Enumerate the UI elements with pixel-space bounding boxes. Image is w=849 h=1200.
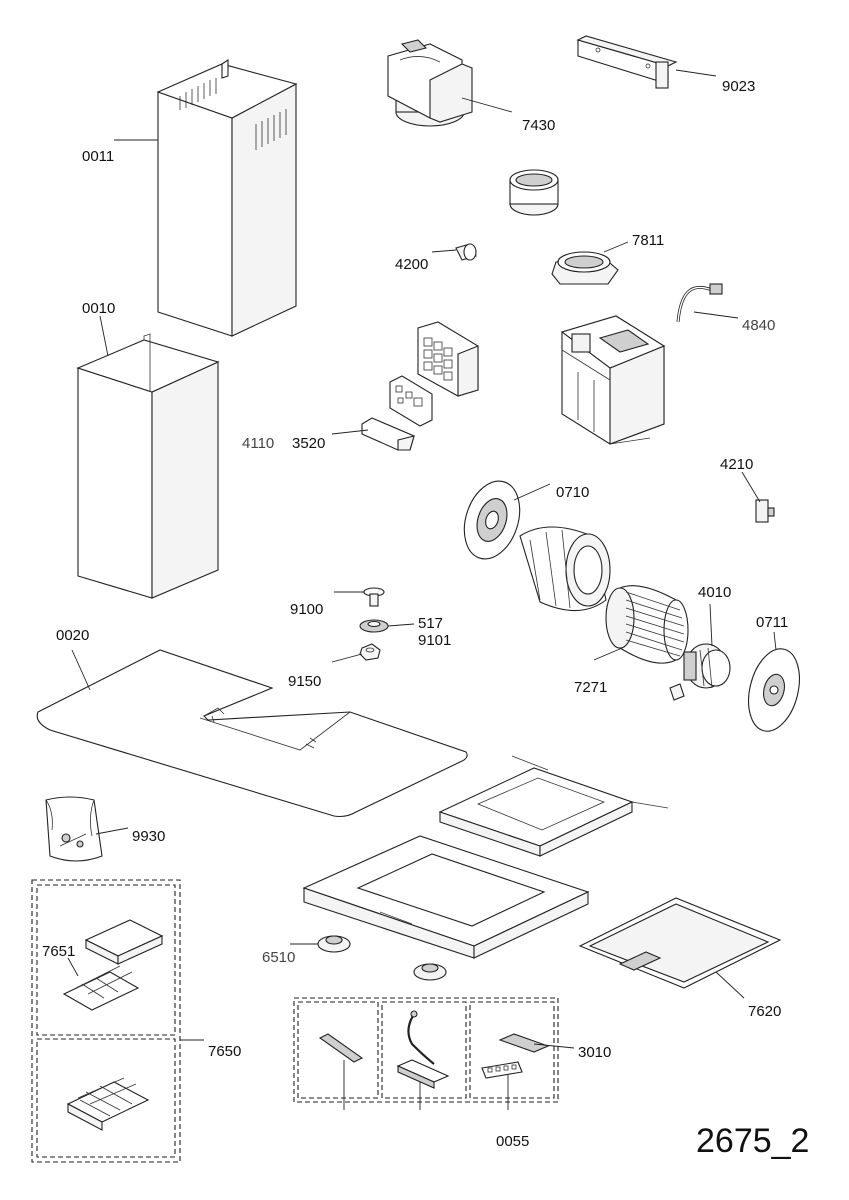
part-hood-frame[interactable] [302, 835, 590, 959]
part-7430-air-outlet[interactable] [387, 39, 473, 127]
label-3520: 3520 [292, 435, 325, 452]
part-flange-ring[interactable] [509, 169, 559, 216]
kit-0055-electronics[interactable] [293, 997, 559, 1103]
label-0055: 0055 [496, 1133, 529, 1150]
part-mounting-frame[interactable] [438, 755, 669, 857]
label-4210: 4210 [720, 456, 753, 473]
part-4200-capacitor[interactable] [455, 243, 477, 261]
part-9023-wall-bracket[interactable] [576, 35, 678, 89]
label-6510: 6510 [262, 949, 295, 966]
label-0011: 0011 [82, 148, 114, 165]
part-0710-inlet-plate[interactable] [455, 474, 529, 566]
part-7811-damper[interactable] [551, 251, 619, 285]
part-scroll-housing[interactable] [519, 526, 611, 612]
label-9023: 9023 [722, 78, 755, 95]
label-7430: 7430 [522, 117, 555, 134]
part-4210-switch[interactable] [755, 499, 775, 523]
label-7811: 7811 [632, 232, 664, 249]
label-3010: 3010 [578, 1044, 611, 1061]
label-7651: 7651 [42, 943, 75, 960]
label-9101: 9101 [418, 632, 451, 649]
label-7271: 7271 [574, 679, 607, 696]
part-0711-rear-plate[interactable] [741, 643, 808, 736]
kit-7650-carbon-filter[interactable] [31, 879, 181, 1163]
part-4840-power-cable[interactable] [676, 283, 723, 323]
part-motor-housing[interactable] [560, 315, 666, 445]
part-9150-nut[interactable] [359, 643, 381, 661]
part-7620-grease-filter[interactable] [578, 897, 782, 989]
part-0011-upper-chimney[interactable] [156, 58, 298, 337]
label-4840: 4840 [742, 317, 775, 334]
part-4010-motor[interactable] [683, 643, 731, 689]
label-0020: 0020 [56, 627, 89, 644]
diagram-id: 2675_2 [696, 1122, 809, 1160]
label-9930: 9930 [132, 828, 165, 845]
label-0010: 0010 [82, 300, 115, 317]
label-4200: 4200 [395, 256, 428, 273]
part-control-pcb[interactable] [389, 375, 433, 427]
label-517: 517 [418, 615, 443, 632]
part-6510-lamp[interactable] [317, 935, 447, 981]
label-7650: 7650 [208, 1043, 241, 1060]
part-9100-screw[interactable] [363, 587, 385, 607]
label-9100: 9100 [290, 601, 323, 618]
label-9150: 9150 [288, 673, 321, 690]
part-7271-impeller[interactable] [605, 585, 689, 664]
label-0711: 0711 [756, 614, 788, 631]
part-small-clip[interactable] [669, 683, 685, 701]
part-0010-lower-chimney[interactable] [76, 333, 220, 599]
label-4010: 4010 [698, 584, 731, 601]
label-7620: 7620 [748, 1003, 781, 1020]
part-4110-filter-frame[interactable] [417, 321, 479, 397]
part-0020-cover-panel[interactable] [36, 649, 468, 818]
label-0710: 0710 [556, 484, 589, 501]
part-517-washer[interactable] [359, 619, 389, 633]
part-9930-accessory-bag[interactable] [45, 796, 103, 862]
label-4110: 4110 [242, 435, 274, 452]
part-3520-bracket[interactable] [361, 417, 415, 451]
